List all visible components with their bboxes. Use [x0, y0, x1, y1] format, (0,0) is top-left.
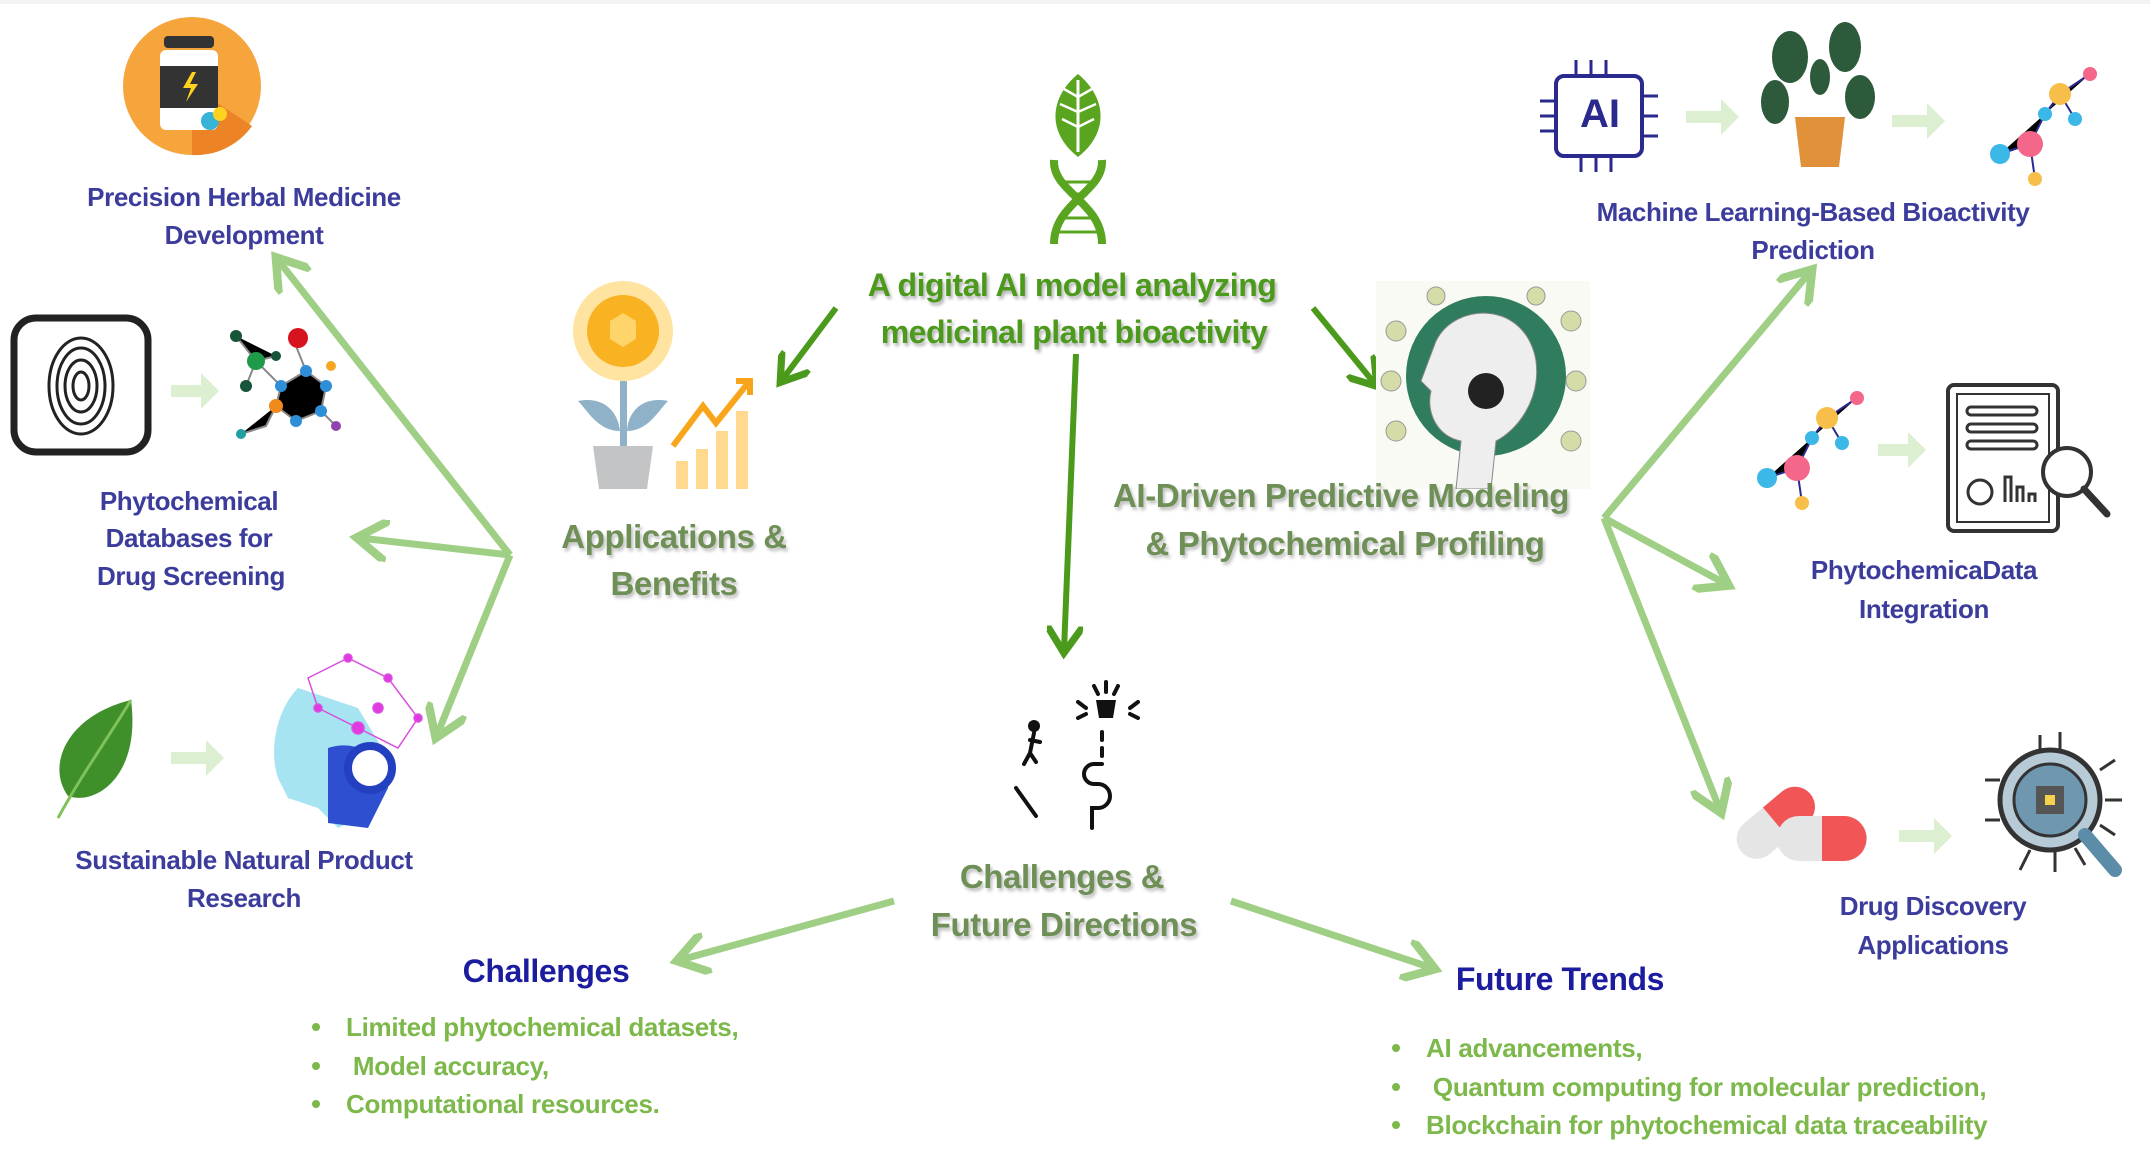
small-arrow-fingerprint	[171, 373, 219, 409]
ai-chip-label: AI	[1580, 92, 1620, 136]
ai-modeling-line1: AI-Driven Predictive Modeling	[1113, 477, 1569, 514]
bioactivity-molecule-icon	[1990, 67, 2097, 186]
potted-plant-icon	[1761, 22, 1875, 167]
data-integration-line1: PhytochemicaData	[1810, 555, 2038, 585]
future-trends-heading: Future Trends	[1455, 961, 1665, 997]
small-arrow-ai-plant	[1686, 99, 1739, 135]
drug-discovery-line2: Applications	[1857, 930, 2009, 960]
supplement-bottle-icon	[123, 17, 261, 156]
center-title-line2: medicinal plant bioactivity	[880, 314, 1268, 350]
arrow-title-to-challenges	[1064, 353, 1076, 650]
challenges-item: Model accuracy,	[312, 1047, 738, 1086]
challenges-person-lightbulb-icon	[1014, 680, 1140, 830]
pills-capsule-icon	[1736, 786, 1867, 861]
ai-modeling-line2: & Phytochemical Profiling	[1145, 525, 1545, 562]
phytochemical-databases-line1: Phytochemical	[99, 486, 279, 516]
applications-benefits-line1: Applications &	[561, 518, 787, 555]
future-trends-item: Quantum computing for molecular predicti…	[1392, 1068, 1987, 1107]
arrow-to-data-integration	[1602, 514, 1726, 584]
arrow-title-to-applications	[782, 306, 839, 380]
ai-head-network-icon	[274, 653, 423, 828]
drug-discovery-line1: Drug Discovery	[1839, 891, 2027, 921]
challenges-future-line2: Future Directions	[930, 906, 1198, 943]
challenges-item: Limited phytochemical datasets,	[312, 1008, 739, 1047]
arrow-to-future-trends	[1229, 897, 1432, 968]
arrow-to-drug-discovery	[1600, 516, 1720, 810]
small-arrow-leaf	[171, 740, 224, 776]
small-arrow-pills-chip	[1899, 818, 1952, 854]
dna-leaf-icon	[1050, 74, 1106, 245]
future-trends-item: Blockchain for phytochemical data tracea…	[1392, 1106, 1988, 1145]
challenges-list: Limited phytochemical datasets, Model ac…	[312, 1008, 739, 1124]
small-arrow-plant-molecule	[1892, 103, 1945, 139]
challenges-item: Computational resources.	[312, 1085, 738, 1124]
data-report-search-icon	[1946, 383, 2111, 533]
precision-herbal-line1: Precision Herbal Medicine	[87, 182, 401, 212]
top-border	[0, 0, 2150, 4]
data-integration-line2: Integration	[1859, 594, 1989, 624]
ml-prediction-line2: Prediction	[1751, 235, 1875, 265]
phytochemical-databases-line2: Databases for	[105, 523, 273, 553]
sustainable-research-line1: Sustainable Natural Product	[75, 845, 413, 875]
fingerprint-icon	[10, 314, 152, 456]
arrow-to-sustainable-research	[437, 553, 514, 735]
phytochemical-molecule-icon	[1757, 391, 1864, 510]
challenges-heading: Challenges	[462, 953, 630, 989]
arrow-to-challenges	[680, 897, 895, 960]
ai-chip-icon: AI	[1536, 56, 1664, 176]
challenges-future-line1: Challenges &	[959, 858, 1165, 895]
arrow-to-ml-prediction	[1601, 272, 1810, 521]
arrow-title-to-ai-modeling	[1310, 306, 1375, 384]
small-arrow-molecule-document	[1878, 432, 1926, 468]
phytochemical-databases-line3: Drug Screening	[97, 561, 285, 591]
molecule-network-icon	[230, 328, 341, 439]
ml-prediction-line1: Machine Learning-Based Bioactivity	[1596, 197, 2030, 227]
applications-benefits-line2: Benefits	[610, 565, 738, 602]
arrow-to-phytochemical-databases	[360, 538, 511, 555]
center-title-line1: A digital AI model analyzing	[867, 267, 1277, 303]
sustainable-research-line2: Research	[187, 883, 301, 913]
chip-magnifier-icon	[1985, 732, 2122, 877]
precision-herbal-line2: Development	[164, 220, 324, 250]
arrow-to-precision-herbal	[278, 260, 513, 558]
future-trends-item: AI advancements,	[1392, 1029, 1987, 1068]
growth-plant-coin-icon	[573, 281, 753, 489]
ai-brain-circuit-icon	[1376, 281, 1590, 489]
future-trends-list: AI advancements, Quantum computing for m…	[1392, 1029, 1988, 1145]
leaf-icon	[56, 699, 133, 819]
